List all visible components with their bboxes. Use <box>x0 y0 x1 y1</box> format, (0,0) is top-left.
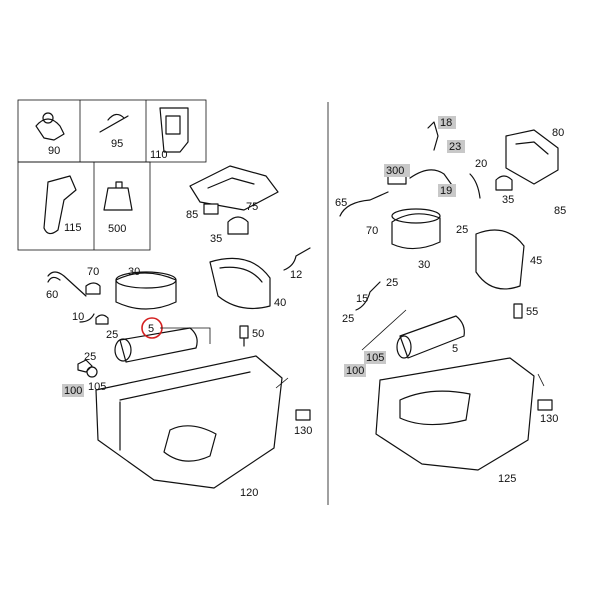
nut-100-part <box>77 359 93 373</box>
callout-80: 80 <box>552 127 564 139</box>
clamp-25-part <box>95 314 109 325</box>
hose-15-part <box>355 281 381 311</box>
line-12-part <box>283 247 311 271</box>
callout-19: 19 <box>440 185 452 197</box>
seal-105-part <box>86 366 98 378</box>
callout-25-right: 25 <box>456 224 468 236</box>
callout-105-left: 105 <box>88 381 106 393</box>
tray-120-part <box>95 355 283 489</box>
callout-85: 85 <box>186 209 198 221</box>
right-callouts: 18 23 300 20 80 19 65 70 35 85 25 30 45 … <box>335 117 566 485</box>
callout-120: 120 <box>240 487 258 499</box>
bolt-50-part <box>239 325 249 347</box>
callout-20: 20 <box>475 158 487 170</box>
clamp-70-part <box>85 282 101 295</box>
callout-115: 115 <box>64 222 82 234</box>
hose-60-part <box>47 271 87 297</box>
callout-40: 40 <box>274 297 286 309</box>
harness-23-part <box>409 169 455 189</box>
callout-35-right: 35 <box>502 194 514 206</box>
mount-35-part <box>227 216 249 235</box>
pump-5-right-part <box>396 315 465 359</box>
callout-25: 25 <box>106 329 118 341</box>
callout-25-right-b: 25 <box>386 277 398 289</box>
callout-5-right: 5 <box>452 343 458 355</box>
callout-95: 95 <box>111 138 123 150</box>
callout-300: 300 <box>386 165 404 177</box>
callout-105-right: 105 <box>366 352 384 364</box>
callout-85-right: 85 <box>554 205 566 217</box>
callout-30: 30 <box>128 266 140 278</box>
callout-75: 75 <box>246 201 258 213</box>
inset-box-grid <box>17 99 207 251</box>
hose-65-part <box>339 191 389 217</box>
callout-25-right-c: 25 <box>342 313 354 325</box>
grommet-130-right-part <box>537 399 553 411</box>
callout-55: 55 <box>526 306 538 318</box>
callout-18: 18 <box>440 117 452 129</box>
left-callouts: 90 95 110 115 500 85 75 35 12 70 30 60 4… <box>46 138 312 499</box>
bracket-80-part <box>505 129 559 185</box>
callout-65: 65 <box>335 197 347 209</box>
callout-130-right: 130 <box>540 413 558 425</box>
tag-100-right <box>344 364 366 377</box>
callout-70-right: 70 <box>366 225 378 237</box>
tag-23 <box>447 140 465 153</box>
callout-23: 23 <box>449 141 461 153</box>
cradle-40-part <box>209 257 271 309</box>
callout-30-right: 30 <box>418 259 430 271</box>
clip-90-part <box>35 112 65 141</box>
callout-tags <box>62 116 465 397</box>
callout-500: 500 <box>108 223 126 235</box>
tag-105-right <box>364 351 386 364</box>
callout-110: 110 <box>150 149 168 161</box>
callout-60: 60 <box>46 289 58 301</box>
callout-10: 10 <box>72 311 84 323</box>
callout-12: 12 <box>290 269 302 281</box>
tag-18 <box>438 116 456 129</box>
callout-25b: 25 <box>84 351 96 363</box>
filter-30-part <box>115 271 177 310</box>
callout-45: 45 <box>530 255 542 267</box>
holder-500-part <box>103 181 133 211</box>
clip-18-part <box>427 121 439 151</box>
hose-10-part <box>79 313 95 323</box>
callout-70: 70 <box>87 266 99 278</box>
carrier-75-part <box>189 165 279 211</box>
grommet-130-part <box>295 409 311 421</box>
callout-90: 90 <box>48 145 60 157</box>
callout-130-left: 130 <box>294 425 312 437</box>
cradle-45-part <box>475 229 525 290</box>
callout-125: 125 <box>498 473 516 485</box>
mount-35-right-part <box>495 175 513 191</box>
callout-100-right: 100 <box>346 365 364 377</box>
pump-5-part <box>114 327 198 363</box>
bracket-110-part <box>159 107 189 153</box>
callout-5: 5 <box>148 323 154 335</box>
tag-100-left <box>62 384 84 397</box>
leader-lines <box>160 309 545 389</box>
callout-35: 35 <box>210 233 222 245</box>
nut-85-part <box>203 203 219 215</box>
callout-100-left: 100 <box>64 385 82 397</box>
tag-19 <box>438 184 456 197</box>
tray-125-part <box>375 357 535 471</box>
bolt-55-part <box>513 303 523 319</box>
hose-20-part <box>469 173 481 199</box>
callout-15: 15 <box>356 293 368 305</box>
callout-50: 50 <box>252 328 264 340</box>
connector-115-part <box>43 175 77 235</box>
tie-95-part <box>99 113 129 133</box>
tag-300 <box>384 164 410 177</box>
filter-30-right-part <box>391 208 441 250</box>
